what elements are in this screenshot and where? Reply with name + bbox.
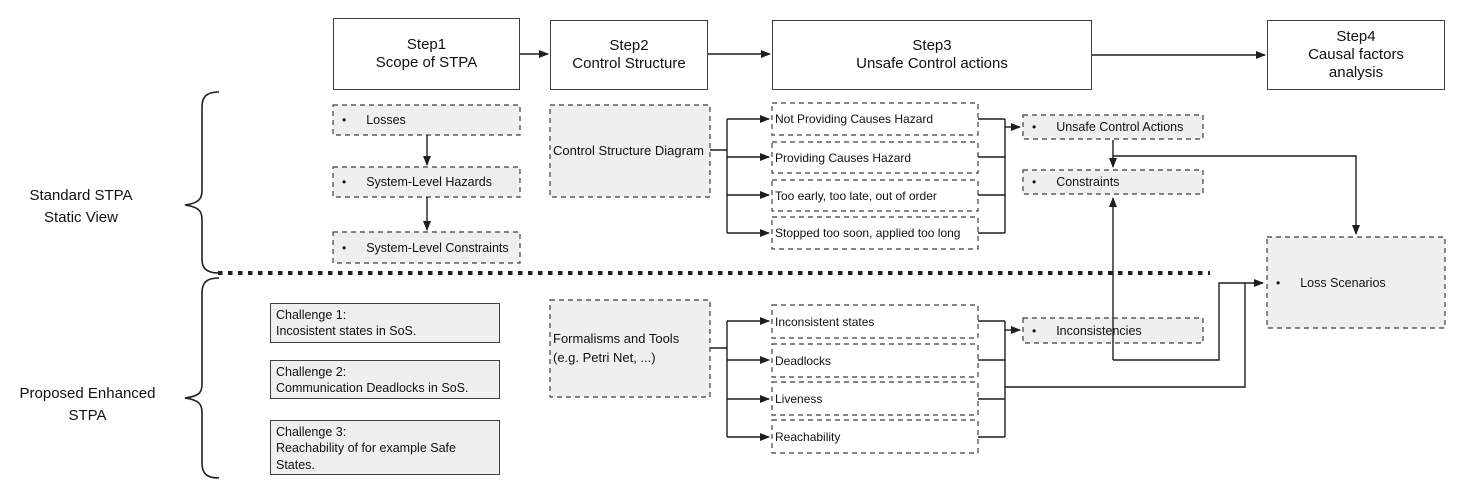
challenge-3-text: Reachability of for example Safe States. (276, 441, 456, 472)
challenge-1-box: Challenge 1: Incosistent states in SoS. (270, 303, 500, 343)
enhanced-section-brace (184, 277, 220, 479)
formalisms-tools-line2: (e.g. Petri Net, ...) (553, 349, 656, 365)
bullet-icon: • (1032, 323, 1037, 338)
step3-line1: Step3 (912, 36, 952, 54)
step2-line2: Control Structure (572, 55, 686, 72)
uca-providing-label: Providing Causes Hazard (775, 150, 912, 165)
arrow-uca-loss-scenarios (1113, 155, 1360, 235)
step1-line1: Step1 (406, 35, 447, 53)
formalisms-tools-line1: Formalisms and Tools (553, 331, 680, 347)
deadlocks-label: Deadlocks (775, 353, 832, 368)
bullet-icon: • (342, 113, 347, 127)
proposed-enhanced-stpa-label-line1: Proposed Enhanced (19, 385, 156, 402)
bullet-icon: • (342, 240, 347, 255)
losses-label: Losses (366, 113, 406, 127)
loss-scenarios-label: Loss Scenarios (1300, 275, 1386, 290)
constraints-box: • Constraints (1023, 170, 1203, 194)
step4-line2: Causal factors (1308, 45, 1404, 63)
challenge-3-title: Challenge 3: (276, 425, 347, 439)
challenge-1-title: Challenge 1: (276, 308, 347, 322)
standard-stpa-label-line2: Static View (44, 208, 118, 226)
step1-line2: Scope of STPA (375, 54, 478, 71)
step2-line1: Step2 (609, 36, 649, 54)
proposed-enhanced-stpa-label: Proposed Enhanced STPA (0, 383, 175, 427)
challenge-2-text: Communication Deadlocks in SoS. (276, 381, 469, 396)
losses-box: • Losses (333, 105, 520, 135)
challenge-3-box: Challenge 3: Reachability of for example… (270, 420, 500, 475)
csd-fanout-trunk (710, 119, 728, 233)
liveness-label: Liveness (775, 391, 823, 406)
system-level-hazards-box: • System-Level Hazards (333, 167, 520, 197)
inconsistencies-box: • Inconsistencies (1023, 318, 1203, 343)
step4-line3: analysis (1328, 64, 1384, 82)
inconsistencies-label: Inconsistencies (1056, 323, 1142, 338)
unsafe-control-actions-box: • Unsafe Control Actions (1023, 115, 1203, 139)
step4-box: Step4 Causal factors analysis (1267, 20, 1445, 90)
challenge-2-title: Challenge 2: (276, 365, 347, 379)
bullet-icon: • (1032, 120, 1037, 134)
step3-line2: Unsafe Control actions (856, 55, 1008, 72)
formalisms-fanout-trunk (710, 321, 728, 437)
deadlocks-box: Deadlocks (772, 344, 978, 377)
standard-stpa-label: Standard STPA Static View (0, 185, 162, 229)
step1-box: Step1 Scope of STPA (333, 18, 520, 90)
step4-line1: Step4 (1336, 27, 1376, 45)
properties-merge-trunk (978, 320, 1006, 438)
unsafe-control-actions-label: Unsafe Control Actions (1056, 120, 1184, 134)
uca-stopped-too-soon-box: Stopped too soon, applied too long (772, 217, 978, 249)
reachability-label: Reachability (775, 429, 841, 444)
standard-stpa-label-line1: Standard STPA (29, 187, 133, 204)
system-level-hazards-label: System-Level Hazards (366, 175, 492, 189)
uca-stopped-too-soon-label: Stopped too soon, applied too long (775, 226, 961, 240)
step3-box: Step3 Unsafe Control actions (772, 20, 1092, 90)
system-level-constraints-box: • System-Level Constraints (333, 232, 520, 263)
inconsistent-states-box: Inconsistent states (772, 305, 978, 338)
challenge-1-text: Incosistent states in SoS. (276, 324, 417, 339)
constraints-label: Constraints (1056, 175, 1120, 189)
formalisms-tools-box: Formalisms and Tools (e.g. Petri Net, ..… (550, 300, 710, 397)
bullet-icon: • (1276, 275, 1281, 290)
guidewords-merge-trunk (978, 118, 1006, 234)
control-structure-diagram-box: Control Structure Diagram (550, 105, 710, 197)
bullet-icon: • (1032, 175, 1037, 189)
proposed-enhanced-stpa-label-line2: STPA (68, 406, 107, 424)
uca-too-early-late-label: Too early, too late, out of order (775, 188, 937, 203)
loss-scenarios-box: • Loss Scenarios (1267, 237, 1445, 328)
standard-section-brace (184, 91, 220, 274)
control-structure-diagram-label: Control Structure Diagram (553, 142, 704, 158)
inconsistent-states-label: Inconsistent states (775, 314, 875, 329)
uca-too-early-late-box: Too early, too late, out of order (772, 180, 978, 211)
bullet-icon: • (342, 175, 347, 189)
system-level-constraints-label: System-Level Constraints (366, 240, 509, 255)
uca-providing-box: Providing Causes Hazard (772, 142, 978, 173)
uca-not-providing-label: Not Providing Causes Hazard (775, 112, 934, 126)
liveness-box: Liveness (772, 382, 978, 415)
uca-not-providing-box: Not Providing Causes Hazard (772, 103, 978, 135)
challenge-2-box: Challenge 2: Communication Deadlocks in … (270, 360, 500, 399)
reachability-box: Reachability (772, 420, 978, 453)
step2-box: Step2 Control Structure (550, 20, 708, 90)
